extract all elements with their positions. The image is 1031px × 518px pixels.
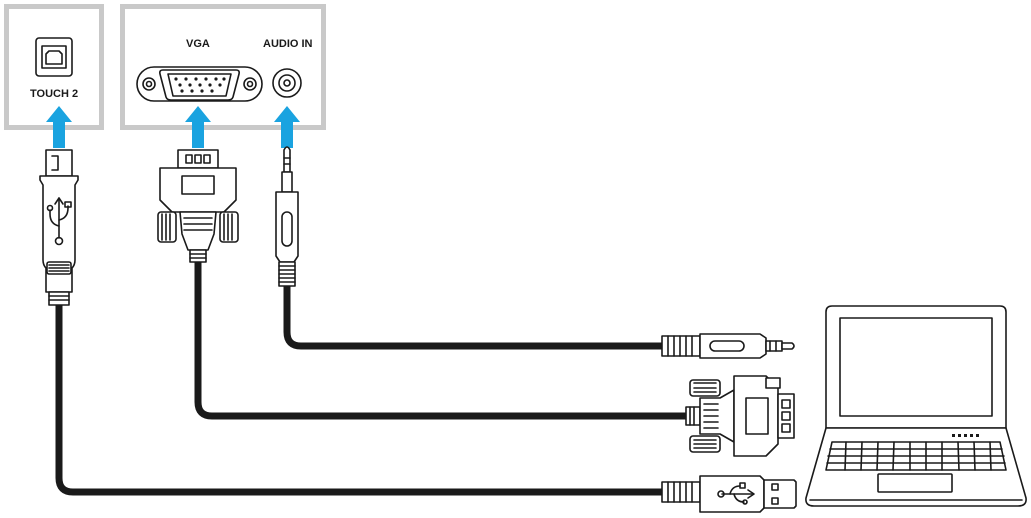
audio-plug-right bbox=[661, 333, 795, 359]
laptop-icon bbox=[805, 305, 1027, 507]
audio-jack-icon bbox=[272, 68, 302, 98]
usb-icon bbox=[717, 482, 755, 505]
vga-cable bbox=[194, 258, 692, 420]
usb-b-plug bbox=[39, 149, 79, 306]
usb-b-port-icon bbox=[35, 37, 73, 77]
audio-port-label: AUDIO IN bbox=[263, 38, 313, 50]
audio-plug-top bbox=[275, 146, 299, 287]
vga-port-label: VGA bbox=[186, 38, 210, 50]
usb-cable bbox=[55, 301, 670, 496]
vga-plug-top bbox=[157, 149, 239, 263]
touch-port-label: TOUCH 2 bbox=[30, 88, 79, 100]
vga-arrow bbox=[185, 106, 211, 148]
touch-arrow bbox=[46, 106, 72, 148]
audio-cable bbox=[283, 282, 670, 350]
vga-audio-port-panel bbox=[120, 4, 326, 130]
laptop-keyboard bbox=[825, 441, 1007, 471]
vga-plug-right bbox=[685, 375, 795, 457]
audio-arrow bbox=[274, 106, 300, 148]
vga-port-icon bbox=[136, 66, 263, 102]
usb-a-plug bbox=[661, 475, 797, 513]
